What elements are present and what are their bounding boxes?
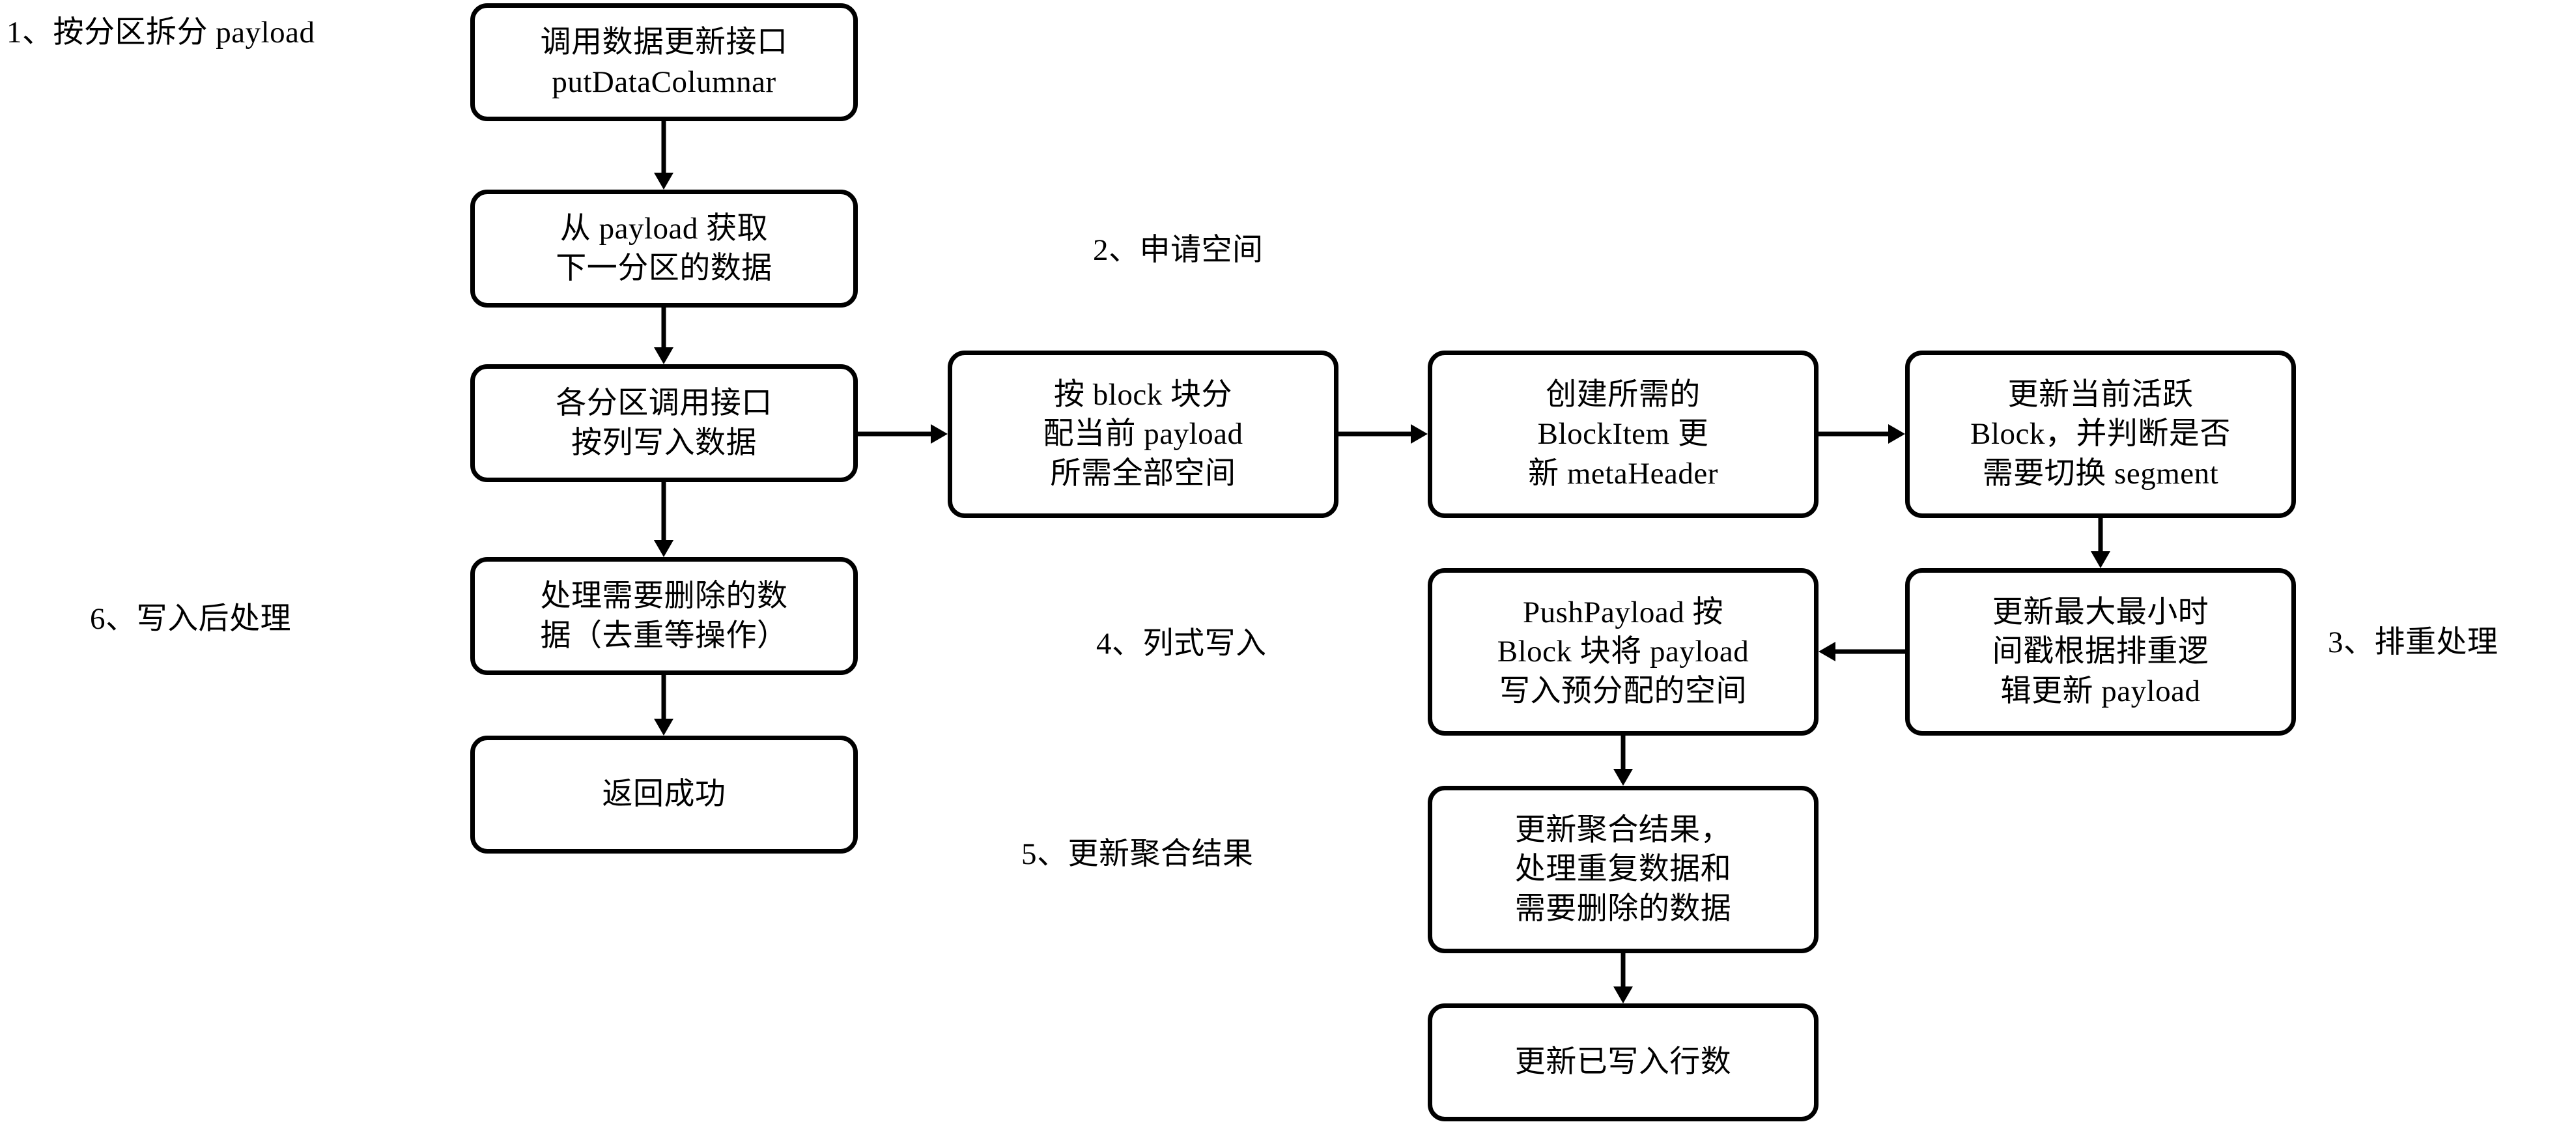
flow-edge-partitionwrite-to-handledelete	[654, 482, 673, 557]
flow-node-get-next-partition-data[interactable]: 从 payload 获取下一分区的数据	[470, 190, 858, 308]
flow-edge-put-to-getnext	[654, 121, 673, 190]
node-text-line: 据（去重等操作）	[540, 618, 788, 653]
flow-edge-handledelete-to-returnsuccess	[654, 675, 673, 736]
edge-arrowhead	[931, 424, 948, 444]
flow-node-push-payload-write-preallocated[interactable]: PushPayload 按 Block 块将 payload 写入预分配的空间	[1428, 568, 1819, 736]
step-label-step-4: 4、列式写入	[1096, 627, 1267, 661]
flow-node-update-written-row-count[interactable]: 更新已写入行数	[1428, 1003, 1819, 1121]
edge-arrowhead	[654, 347, 673, 364]
node-text-line: 更新当前活跃	[2007, 378, 2194, 412]
flow-node-return-success[interactable]: 返回成功	[470, 736, 858, 854]
flow-edge-pushpayload-to-updateaggregate	[1613, 736, 1633, 786]
node-text-line: 写入预分配的空间	[1499, 674, 1747, 708]
step-label-step-3: 3、排重处理	[2328, 626, 2498, 659]
edge-arrowhead	[1888, 424, 1905, 444]
node-text-line: Block，并判断是否	[1970, 417, 2231, 452]
node-text-line: 从 payload 获取	[559, 212, 769, 246]
flow-edge-partitionwrite-to-allocblock	[858, 424, 948, 444]
node-text-line: 更新已写入行数	[1514, 1045, 1732, 1080]
node-text-line: 按列写入数据	[571, 425, 757, 460]
edge-arrowhead	[654, 719, 673, 736]
flow-edge-updateactiveblock-to-updatetimestamps	[2091, 518, 2110, 568]
edge-arrowhead	[654, 540, 673, 557]
flow-edge-updatetimestamps-to-pushpayload	[1819, 642, 1905, 661]
flow-node-partition-call-api-write-columns[interactable]: 各分区调用接口按列写入数据	[470, 364, 858, 482]
node-text-line: 处理重复数据和	[1514, 852, 1732, 887]
step-label-step-1: 1、按分区拆分 payload	[7, 16, 315, 50]
step-label-step-5: 5、更新聚合结果	[1021, 837, 1254, 871]
edge-arrowhead	[1613, 769, 1633, 786]
edge-arrowhead	[2091, 551, 2110, 568]
node-text-line: 处理需要删除的数	[540, 579, 788, 614]
node-text-line: 按 block 块分	[1054, 378, 1232, 412]
node-text-line: PushPayload 按	[1522, 596, 1724, 630]
node-text-line: 更新聚合结果，	[1514, 813, 1732, 848]
node-text-line: 返回成功	[602, 777, 726, 812]
edge-arrowhead	[654, 173, 673, 190]
edge-arrowhead	[1819, 642, 1835, 661]
flow-node-update-aggregate-results[interactable]: 更新聚合结果， 处理重复数据和需要删除的数据	[1428, 786, 1819, 953]
flow-edge-createblockitem-to-updateactiveblock	[1819, 424, 1905, 444]
flow-edge-updateaggregate-to-updatewrittenrows	[1613, 953, 1633, 1003]
node-text-line: 下一分区的数据	[556, 251, 772, 285]
flow-node-handle-data-to-delete[interactable]: 处理需要删除的数据（去重等操作）	[470, 557, 858, 675]
node-text-line: 间戳根据排重逻	[1992, 635, 2209, 669]
flow-edge-getnext-to-partitionwrite	[654, 308, 673, 364]
flow-node-create-blockitem-update-metaheader[interactable]: 创建所需的 BlockItem 更新 metaHeader	[1428, 351, 1819, 518]
edge-arrowhead	[1411, 424, 1428, 444]
flow-node-update-min-max-timestamp-dedup[interactable]: 更新最大最小时间戳根据排重逻辑更新 payload	[1905, 568, 2296, 736]
node-text-line: 配当前 payload	[1043, 417, 1243, 452]
node-text-line: BlockItem 更	[1537, 417, 1709, 452]
node-text-line: 更新最大最小时	[1992, 596, 2209, 630]
node-text-line: 所需全部空间	[1050, 456, 1236, 491]
node-text-line: 辑更新 payload	[2000, 674, 2201, 708]
node-text-line: 新 metaHeader	[1528, 456, 1718, 491]
edge-arrowhead	[1613, 986, 1633, 1003]
node-text-line: Block 块将 payload	[1497, 635, 1749, 669]
flow-node-allocate-block-space[interactable]: 按 block 块分配当前 payload 所需全部空间	[948, 351, 1338, 518]
node-text-line: putDataColumnar	[552, 65, 776, 99]
node-text-line: 创建所需的	[1546, 378, 1701, 412]
node-text-line: 各分区调用接口	[556, 386, 772, 421]
node-text-line: 需要删除的数据	[1514, 891, 1732, 926]
step-label-step-6: 6、写入后处理	[90, 602, 291, 636]
flow-edge-allocblock-to-createblockitem	[1338, 424, 1428, 444]
flow-node-call-update-api[interactable]: 调用数据更新接口 putDataColumnar	[470, 3, 858, 121]
node-text-line: 需要切换 segment	[1982, 456, 2219, 491]
flow-node-update-active-block-check-segment[interactable]: 更新当前活跃 Block，并判断是否需要切换 segment	[1905, 351, 2296, 518]
node-text-line: 调用数据更新接口	[540, 25, 788, 60]
step-label-step-2: 2、申请空间	[1093, 233, 1264, 267]
